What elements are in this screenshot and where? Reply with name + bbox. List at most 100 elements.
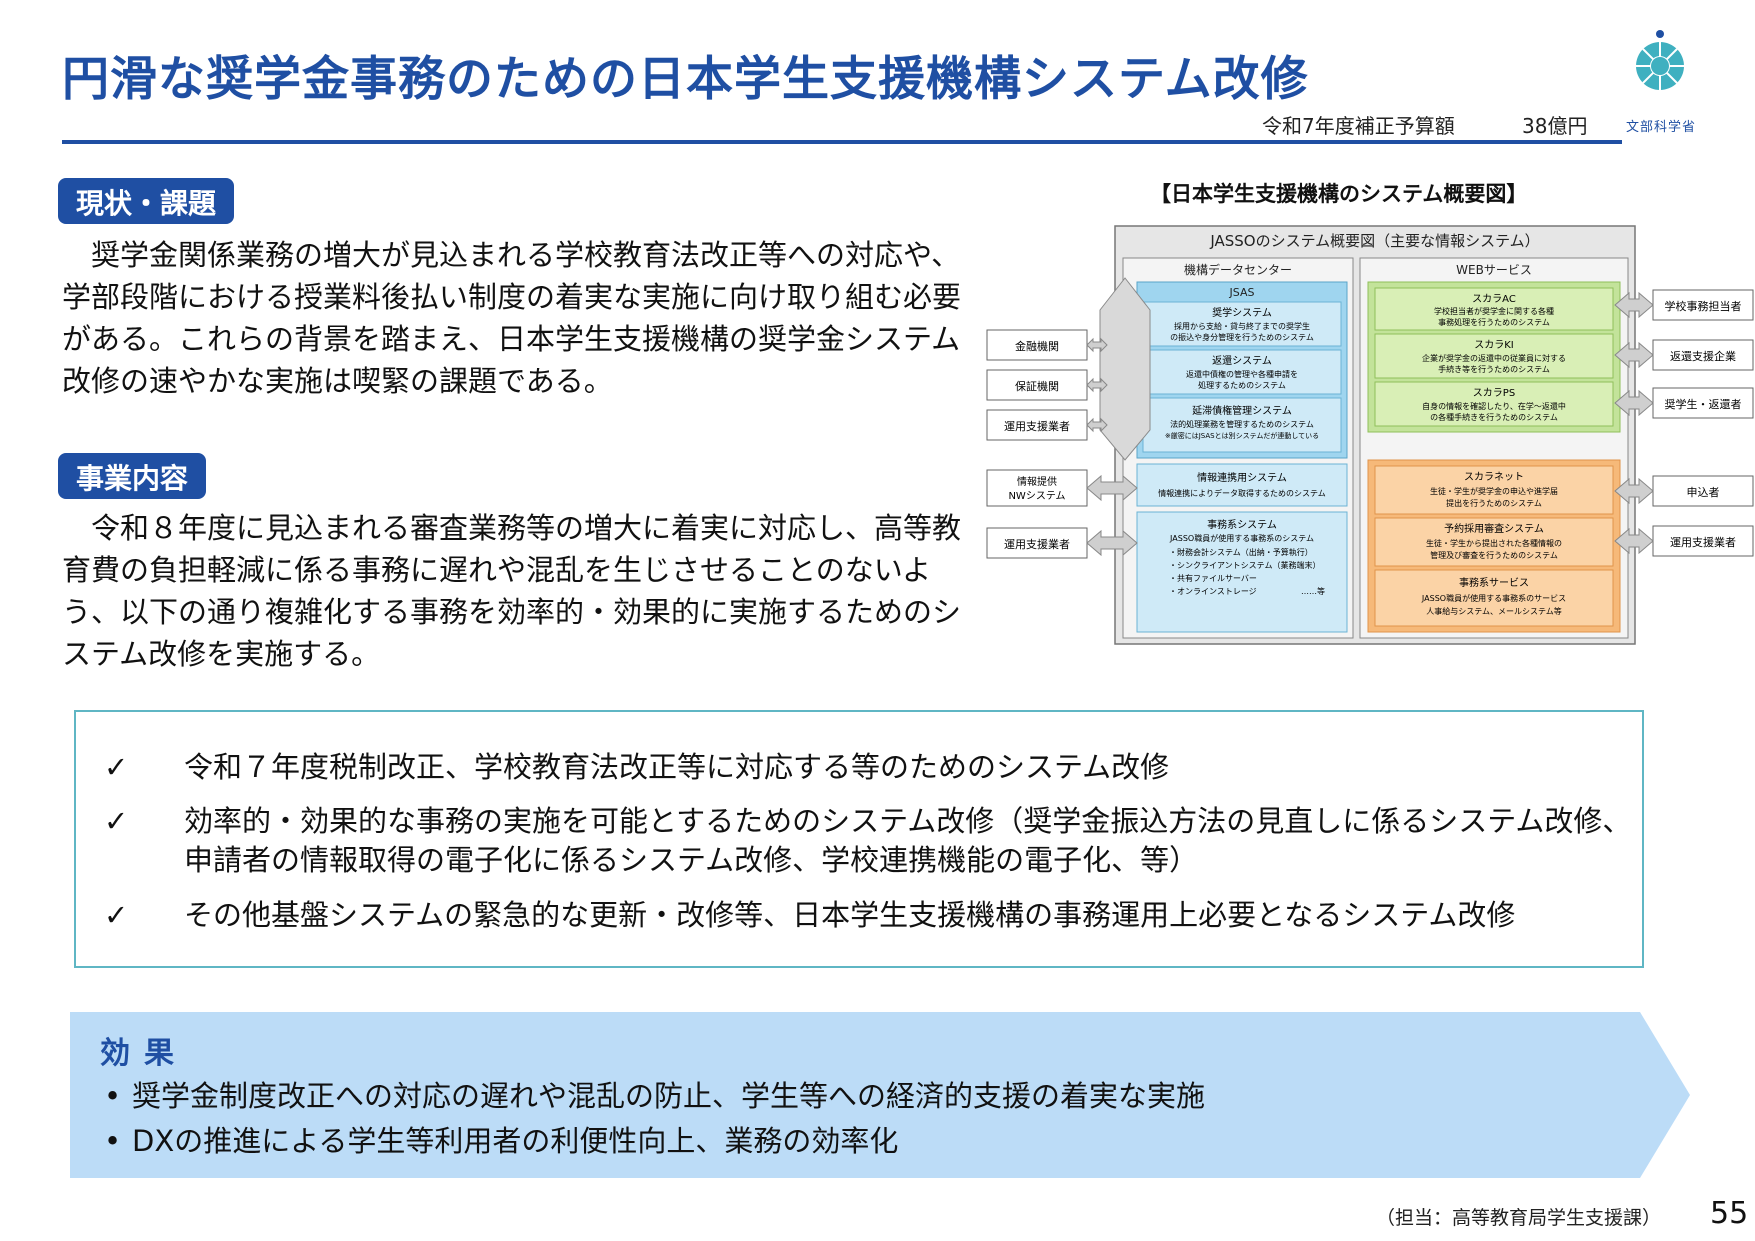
actor-guarantee: [986, 369, 1088, 401]
actor-applicant-label: 申込者: [1687, 486, 1720, 499]
left-actors: 金融機関 保証機関 運用支援業者 情報提供 NWシステム 運用支援業者: [986, 329, 1088, 559]
jsas-desc-2a: 法的処理業務を管理するためのシステム: [1170, 419, 1314, 429]
jsas-systems: 奨学システム 採用から支給・貸与終了までの奨学生 の振込や身分管理を行うためのシ…: [1142, 301, 1342, 453]
web-green-desc-1a: 企業が奨学金の返還中の従業員に対する: [1422, 353, 1566, 363]
office-item-3: ・オンラインストレージ: [1169, 587, 1257, 596]
web-orange-desc-0a: 生徒・学生が奨学金の申込や進学届: [1430, 486, 1558, 496]
mext-logo-icon: [1636, 30, 1684, 90]
actor-student-label: 奨学生・返還者: [1665, 397, 1742, 411]
left-arrows: [1086, 337, 1138, 557]
section-label-current: 現状・課題: [58, 178, 235, 224]
budget-label: 令和7年度補正予算額: [1262, 114, 1455, 138]
web-orange-desc-2b: 人事給与システム、メールシステム等: [1426, 606, 1562, 616]
web-orange-desc-1b: 管理及び審査を行うためのシステム: [1430, 550, 1558, 560]
actor-ops-1-label: 運用支援業者: [1004, 419, 1070, 433]
office-item-2: ・共有ファイルサーバー: [1169, 573, 1257, 583]
actor-info: [986, 469, 1088, 507]
web-green-name-1: スカラKI: [1474, 339, 1514, 351]
office-system-name: 事務系システム: [1207, 518, 1277, 531]
diagram-caption: 【日本学生支援機構のシステム概要図】: [1150, 182, 1528, 206]
arrow-left-1: [1086, 377, 1108, 393]
jsas-box-0: [1142, 301, 1342, 347]
jsas-box-1: [1142, 349, 1342, 395]
arrow-left-0: [1086, 337, 1108, 353]
contact-note: （担当：高等教育局学生支援課）: [1376, 1207, 1662, 1229]
page-number: 55: [1710, 1196, 1749, 1231]
actor-ops-2-label: 運用支援業者: [1004, 537, 1070, 551]
jsas-desc-1a: 返還中債権の管理や各種申請を: [1186, 369, 1298, 379]
office-system-desc: JASSO職員が使用する事務系のシステム: [1169, 533, 1314, 543]
arrow-right-0: [1614, 291, 1654, 319]
web-orange-name-2: 事務系サービス: [1459, 576, 1529, 589]
office-item-0: ・財務会計システム（出納・予算執行）: [1169, 547, 1313, 557]
right-arrows: [1614, 291, 1654, 555]
arrow-left-3: [1086, 474, 1138, 502]
jsas-link-hub: [1099, 277, 1151, 461]
jsas-desc-0a: 採用から支給・貸与終了までの奨学生: [1174, 321, 1310, 331]
jsas-name-0: 奨学システム: [1212, 306, 1272, 319]
effect-banner: [70, 1012, 1690, 1178]
checklist-text: 令和７年度税制改正、学校教育法改正等に対応する等のためのシステム改修: [184, 750, 1170, 784]
web-green-systems: スカラAC 学校担当者が奨学金に関する各種 事務処理を行うためのシステム スカラ…: [1374, 287, 1614, 427]
check-icon: ✓: [104, 804, 129, 838]
office-item-1: ・シンクライアントシステム（業務端末）: [1169, 560, 1320, 570]
web-green-desc-0a: 学校担当者が奨学金に関する各種: [1434, 306, 1554, 316]
arrow-left-4: [1086, 529, 1138, 557]
actor-info-label-2: NWシステム: [1008, 490, 1065, 502]
checklist-box: ✓ 令和７年度税制改正、学校教育法改正等に対応する等のためのシステム改修 ✓ 効…: [74, 710, 1644, 968]
actor-finance: [986, 329, 1088, 361]
actor-ops-3-label: 運用支援業者: [1670, 535, 1736, 549]
actor-ops-2: [986, 527, 1088, 559]
web-green-box-2: [1374, 381, 1614, 427]
effect-item: • DXの推進による学生等利用者の利便性向上、業務の効率化: [104, 1118, 898, 1160]
arrow-left-2: [1086, 417, 1108, 433]
jsas-name-2: 延滞債権管理システム: [1192, 404, 1292, 417]
bullet-icon: •: [104, 1079, 122, 1113]
header-divider: [62, 140, 1622, 144]
actor-guarantee-label: 保証機関: [1015, 379, 1059, 393]
effect-item: • 奨学金制度改正への対応の遅れや混乱の防止、学生等への経済的支援の着実な実施: [104, 1073, 1205, 1115]
web-green-desc-2a: 自身の情報を確認したり、在学～返還中: [1422, 401, 1566, 411]
check-icon: ✓: [104, 750, 129, 784]
web-orange-systems: スカラネット 生徒・学生が奨学金の申込や進学届 提出を行うためのシステム 予約採…: [1374, 465, 1614, 627]
web-green-name-2: スカラPS: [1473, 387, 1515, 399]
business-text: 令和８年度に見込まれる審査業務等の増大に着実に対応し、高等教育費の負担軽減に係る…: [62, 511, 962, 671]
web-green-desc-2b: の各種手続きを行うためのシステム: [1430, 412, 1558, 422]
web-orange-desc-2a: JASSO職員が使用する事務系のサービス: [1421, 593, 1566, 603]
system-diagram: JASSOのシステム概要図（主要な情報システム） 機構データセンター WEBサー…: [986, 225, 1754, 645]
effect-title: 効果: [100, 1036, 188, 1071]
jsas-desc-0b: の振込や身分管理を行うためのシステム: [1170, 332, 1314, 342]
section-label-business: 事業内容: [58, 453, 207, 499]
budget-value: 38億円: [1522, 114, 1588, 138]
web-orange-name-1: 予約採用審査システム: [1444, 522, 1544, 535]
diagram-frame-title: JASSOのシステム概要図（主要な情報システム）: [1209, 232, 1539, 250]
bullet-icon: •: [104, 1124, 122, 1158]
checklist-text: その他基盤システムの緊急的な更新・改修等、日本学生支援機構の事務運用上必要となる…: [184, 898, 1516, 932]
web-orange-desc-1a: 生徒・学生から提出された各種情報の: [1426, 538, 1562, 548]
effect-item-text: DXの推進による学生等利用者の利便性向上、業務の効率化: [132, 1124, 899, 1158]
web-orange-desc-0b: 提出を行うためのシステム: [1446, 498, 1542, 508]
web-green-desc-1b: 手続き等を行うためのシステム: [1438, 364, 1550, 374]
jsas-name-1: 返還システム: [1212, 355, 1272, 367]
web-green-box-0: [1374, 287, 1614, 331]
web-title: WEBサービス: [1456, 263, 1532, 277]
office-system-box: [1136, 511, 1348, 633]
effect-item-text: 奨学金制度改正への対応の遅れや混乱の防止、学生等への経済的支援の着実な実施: [132, 1079, 1206, 1113]
info-system-desc: 情報連携によりデータ取得するためのシステム: [1158, 488, 1326, 498]
web-orange-name-0: スカラネット: [1464, 471, 1524, 483]
jsas-title: JSAS: [1229, 286, 1255, 299]
actor-applicant: [1652, 475, 1754, 507]
info-system-name: 情報連携用システム: [1197, 471, 1287, 484]
actor-finance-label: 金融機関: [1015, 339, 1059, 353]
arrow-right-3: [1614, 477, 1654, 505]
actor-ops-3: [1652, 525, 1754, 557]
page-title: 円滑な奨学金事務のための日本学生支援機構システム改修: [62, 52, 1309, 107]
jsas-desc-2b: ※厳密にはJSASとは別システムだが連動している: [1165, 431, 1319, 440]
arrow-right-2: [1614, 389, 1654, 417]
web-green-desc-0b: 事務処理を行うためのシステム: [1438, 317, 1550, 327]
arrow-right-1: [1614, 341, 1654, 369]
arrow-right-4: [1614, 527, 1654, 555]
info-system-box: [1136, 463, 1348, 507]
datacenter-title: 機構データセンター: [1184, 262, 1292, 277]
web-green-box-1: [1374, 333, 1614, 379]
